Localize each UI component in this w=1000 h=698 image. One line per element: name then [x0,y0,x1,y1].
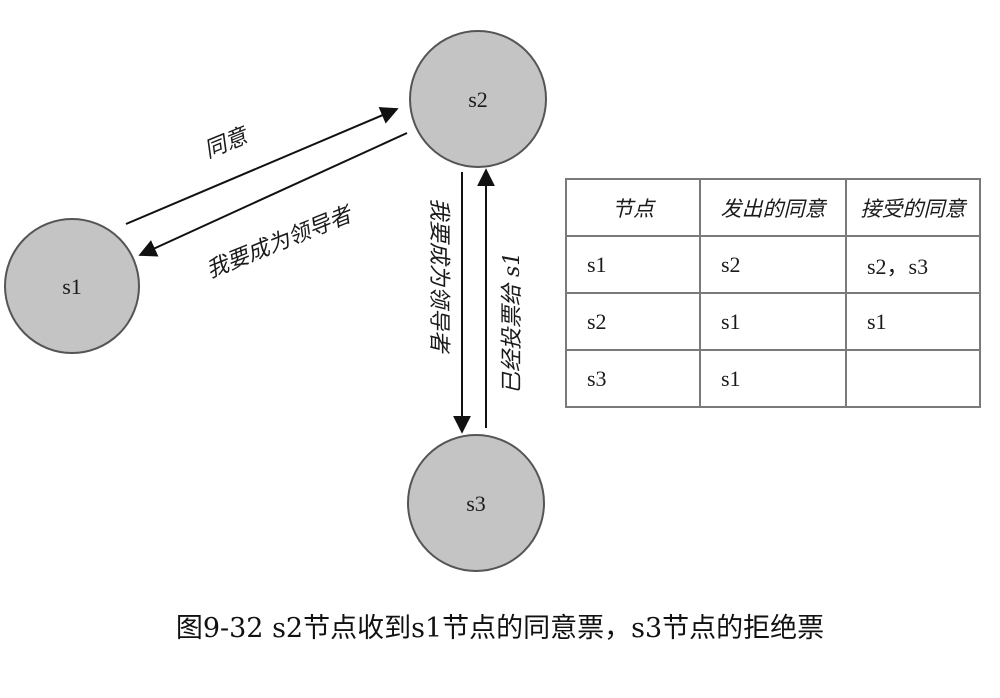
table-cell: s1 [699,292,847,351]
edge-label-agree: 同意 [201,123,253,163]
node-s3-circle [407,434,545,572]
edge-label-become-leader-s1: 我要成为领导者 [203,202,358,284]
edge-label-become-leader-s3: 我要成为领导者 [426,198,451,355]
table-header-cell: 节点 [565,178,701,237]
node-s1-circle [4,218,140,354]
edge-label-voted-s1: 已经投票给 s1 [500,252,525,394]
node-s1-label: s1 [62,274,82,299]
table-cell: s1 [699,349,847,408]
node-s2-label: s2 [468,87,488,112]
table-cell: s3 [565,349,701,408]
table-cell: s1 [845,292,981,351]
table-cell: s2 [699,235,847,294]
table-cell: s2，s3 [845,235,981,294]
figure-caption: 图9-32 s2节点收到s1节点的同意票，s3节点的拒绝票 [175,613,825,644]
table-cell [845,349,981,408]
table-cell: s2 [565,292,701,351]
arrow-s2-to-s1 [138,132,408,257]
node-s2: s2 [409,30,547,168]
vote-table: 节点 发出的同意 接受的同意 s1 s2 s2，s3 s2 s1 s1 s3 s… [565,178,981,408]
arrow-s1-to-s2 [125,107,399,225]
node-s3: s3 [407,434,545,572]
table-header-row: 节点 发出的同意 接受的同意 [565,178,981,237]
table-row: s3 s1 [565,349,981,408]
table-row: s1 s2 s2，s3 [565,235,981,294]
table-header-cell: 接受的同意 [845,178,981,237]
table-header-cell: 发出的同意 [699,178,847,237]
node-s1: s1 [4,218,140,354]
table-cell: s1 [565,235,701,294]
node-s2-circle [409,30,547,168]
node-s3-label: s3 [466,491,486,516]
table-row: s2 s1 s1 [565,292,981,351]
